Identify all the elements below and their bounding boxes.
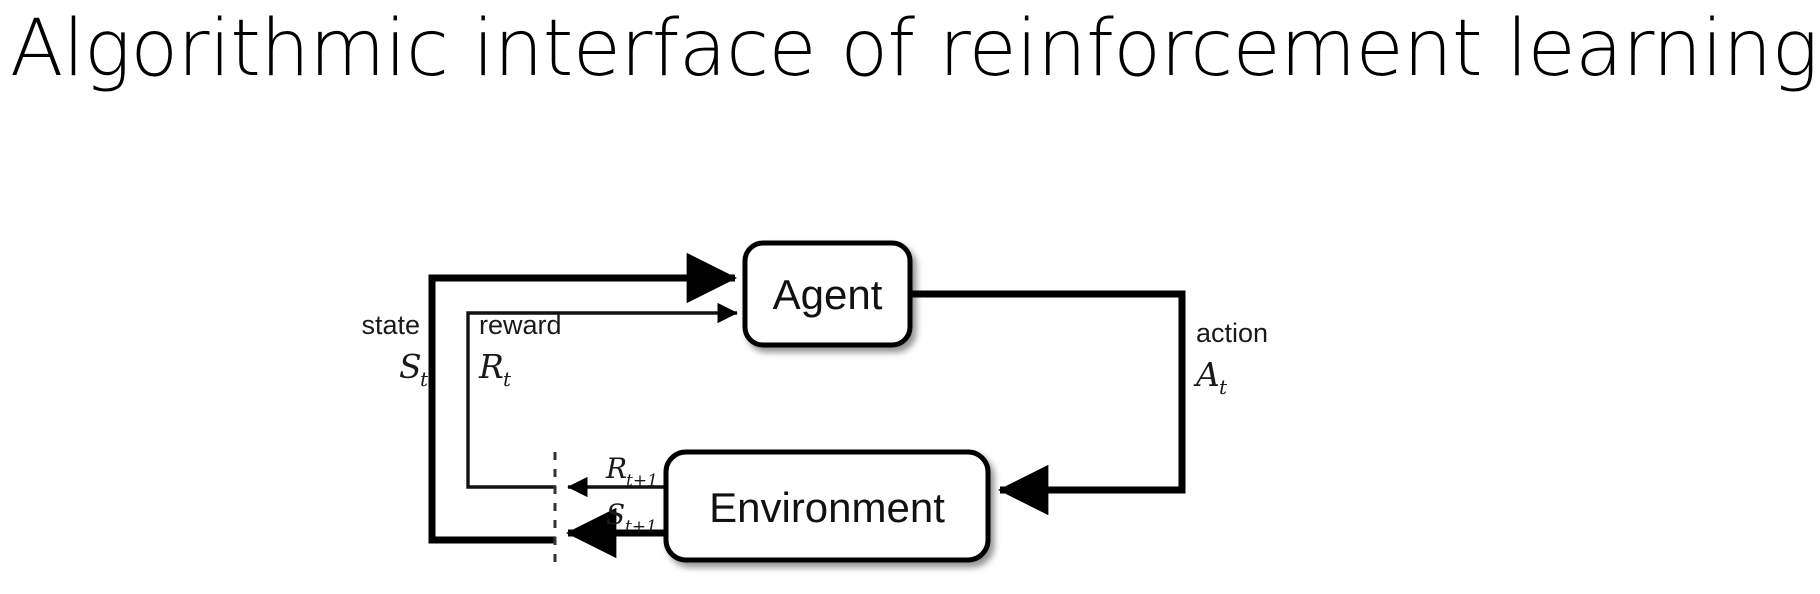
- page-title: Algorithmic interface of reinforcement l…: [10, 4, 1818, 94]
- state-word-label: state: [361, 310, 420, 340]
- state-next-symbol-subscript: t+1: [625, 517, 657, 537]
- state-connector: [428, 252, 738, 544]
- environment-box[interactable]: [663, 449, 991, 563]
- reward-next-symbol: R: [605, 452, 627, 485]
- reward-word-label: reward: [479, 310, 562, 340]
- action-symbol: A: [1193, 355, 1220, 394]
- action-word-label: action: [1196, 318, 1268, 348]
- action-symbol-subscript: t: [1219, 375, 1228, 399]
- environment-label: Environment: [709, 484, 945, 531]
- state-next-label: S t+1: [606, 498, 657, 537]
- environment-node[interactable]: Environment: [663, 449, 991, 563]
- reward-symbol: R: [478, 347, 504, 386]
- agent-label: Agent: [773, 271, 883, 318]
- action-edge-label: action A t: [1193, 318, 1268, 399]
- state-symbol: S: [399, 347, 422, 386]
- reward-symbol-subscript: t: [503, 367, 512, 391]
- reward-connector: [466, 302, 738, 489]
- state-next-symbol: S: [606, 498, 625, 531]
- agent-box[interactable]: [742, 240, 913, 348]
- agent-node[interactable]: Agent: [742, 240, 913, 348]
- reward-next-symbol-subscript: t+1: [626, 471, 658, 491]
- reward-edge-label: reward R t: [478, 310, 562, 391]
- state-symbol-subscript: t: [420, 367, 429, 391]
- action-connector: [905, 290, 1186, 516]
- state-edge-label: state S t: [361, 310, 429, 391]
- reward-next-label: R t+1: [605, 452, 658, 491]
